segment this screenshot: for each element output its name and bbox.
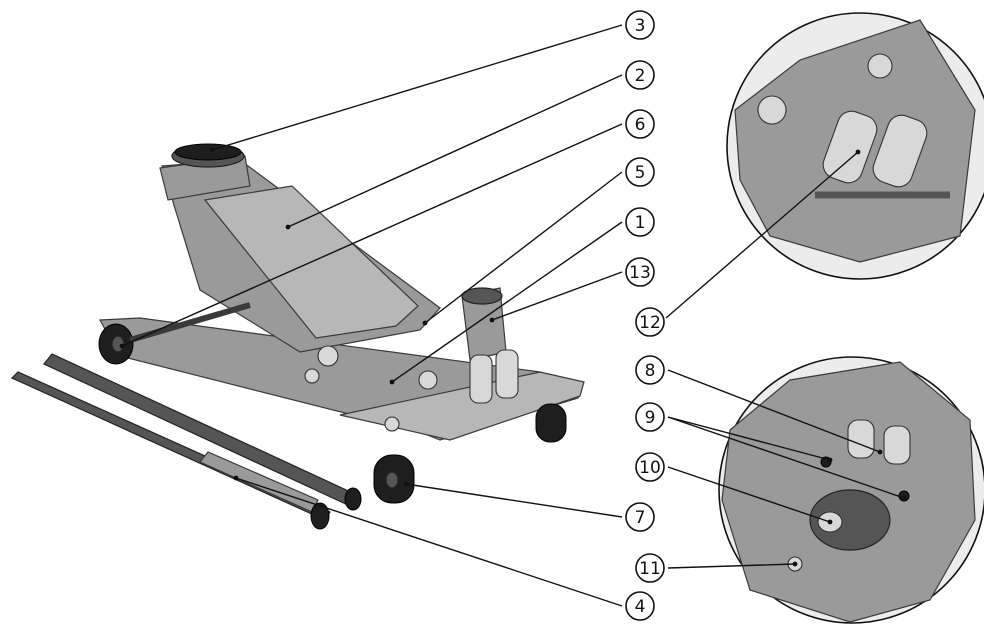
leader-dot-13 bbox=[489, 317, 495, 323]
handle-socket-opening bbox=[461, 287, 503, 305]
leader-4 bbox=[235, 477, 623, 607]
leader-8 bbox=[667, 369, 881, 453]
leader-dot-12 bbox=[855, 149, 861, 155]
callout-11: 11 bbox=[635, 553, 665, 583]
inset-valve-piston-b bbox=[883, 425, 911, 465]
leader-7 bbox=[405, 483, 623, 518]
leader-10 bbox=[667, 466, 831, 523]
callout-8-label: 8 bbox=[645, 361, 656, 381]
leader-dot-7 bbox=[403, 481, 409, 487]
leader-dot-9b bbox=[901, 495, 907, 501]
leader-dot-5 bbox=[422, 320, 428, 326]
leader-dot-1 bbox=[389, 379, 395, 385]
inset-valve-cylinder bbox=[809, 489, 891, 551]
callout-7: 7 bbox=[625, 502, 655, 532]
leader-11 bbox=[667, 563, 796, 569]
pump-cylinder-a bbox=[469, 354, 493, 404]
leader-dot-4 bbox=[233, 475, 239, 481]
leader-9b bbox=[667, 416, 905, 499]
leader-2 bbox=[287, 74, 623, 228]
inset-cylinder-a bbox=[822, 110, 878, 184]
rear-caster-wheel-right bbox=[535, 403, 567, 443]
callout-11-label: 11 bbox=[639, 559, 661, 579]
leader-6 bbox=[121, 123, 623, 347]
leader-dot-8 bbox=[877, 449, 883, 455]
callout-8: 8 bbox=[635, 355, 665, 385]
callout-12: 12 bbox=[635, 307, 665, 337]
callout-6: 6 bbox=[625, 109, 655, 139]
callout-13: 13 bbox=[625, 257, 655, 287]
leader-9a bbox=[667, 416, 831, 461]
callout-6-label: 6 bbox=[635, 115, 646, 135]
leader-1 bbox=[391, 221, 623, 383]
leader-dot-9a bbox=[827, 457, 833, 463]
leader-5 bbox=[424, 171, 623, 324]
callout-10: 10 bbox=[635, 452, 665, 482]
pivot-bolt-2 bbox=[304, 368, 320, 384]
callout-9-label: 9 bbox=[645, 408, 656, 428]
leader-dot-2 bbox=[285, 224, 291, 230]
callout-5-label: 5 bbox=[635, 163, 646, 183]
pivot-bolt-1 bbox=[317, 345, 339, 367]
leader-dot-6 bbox=[119, 343, 125, 349]
callout-7-label: 7 bbox=[635, 508, 646, 528]
callout-markers: 3 2 6 5 1 13 12 8 bbox=[625, 10, 665, 621]
callout-13-label: 13 bbox=[629, 263, 651, 283]
rear-caster-hub bbox=[385, 471, 399, 489]
handle-socket-end bbox=[344, 487, 362, 511]
callout-4: 4 bbox=[625, 591, 655, 621]
callout-1: 1 bbox=[625, 207, 655, 237]
leader-dot-10 bbox=[827, 519, 833, 525]
callout-2: 2 bbox=[625, 60, 655, 90]
handle-tube-end bbox=[310, 502, 330, 530]
leader-dot-11 bbox=[792, 561, 798, 567]
lifting-saddle-pad bbox=[174, 143, 242, 161]
pivot-bolt-3 bbox=[418, 370, 438, 390]
callout-3: 3 bbox=[625, 10, 655, 40]
inset-cylinder-b bbox=[872, 114, 928, 188]
callout-10-label: 10 bbox=[639, 458, 661, 478]
leader-12 bbox=[665, 151, 859, 319]
pivot-bolt-4 bbox=[384, 416, 400, 432]
callout-5: 5 bbox=[625, 157, 655, 187]
leader-13 bbox=[491, 271, 623, 321]
callout-4-label: 4 bbox=[635, 597, 646, 617]
callout-2-label: 2 bbox=[635, 66, 646, 86]
inset-bolt-left bbox=[757, 95, 787, 125]
inset-valve-piston-a bbox=[847, 419, 875, 459]
callout-12-label: 12 bbox=[639, 313, 661, 333]
callout-9: 9 bbox=[635, 402, 665, 432]
handle-knurled-grip bbox=[199, 451, 319, 513]
inset-bolt-top bbox=[867, 53, 893, 79]
leader-3 bbox=[211, 24, 623, 151]
callout-1-label: 1 bbox=[635, 213, 646, 233]
detail-inset-pump bbox=[726, 12, 984, 280]
detail-inset-valve bbox=[718, 356, 984, 624]
callout-3-label: 3 bbox=[635, 16, 646, 36]
pump-cylinder-b bbox=[495, 349, 519, 399]
leader-lines bbox=[119, 24, 907, 607]
leader-dot-3 bbox=[209, 147, 215, 153]
